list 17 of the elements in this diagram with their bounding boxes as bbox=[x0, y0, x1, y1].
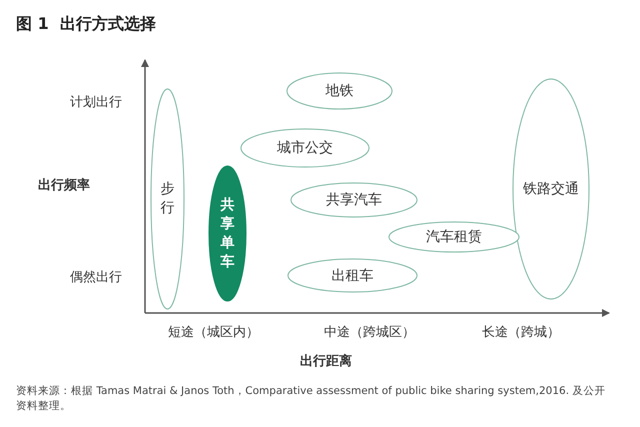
mode-ellipse: 城市公交 bbox=[240, 128, 370, 168]
mode-ellipse: 地铁 bbox=[286, 72, 393, 110]
mode-ellipse: 出租车 bbox=[287, 258, 418, 293]
y-tick-label: 计划出行 bbox=[70, 94, 122, 111]
mode-ellipse: 共享汽车 bbox=[290, 182, 418, 218]
mode-ellipse: 铁路交通 bbox=[512, 78, 590, 300]
axis-title: 出行距离 bbox=[300, 352, 352, 370]
source-note: 资料来源：根据 Tamas Matrai & Janos Toth，Comparative assessment of public bike sharing system,2016. 及公开资料整理。 bbox=[16, 384, 606, 414]
x-tick-label: 短途（城区内） bbox=[168, 324, 259, 341]
mode-ellipse: 步行 bbox=[150, 88, 185, 310]
figure-title: 图 1 出行方式选择 bbox=[16, 14, 156, 35]
highlighted-ellipse: 共享单车 bbox=[208, 165, 247, 302]
x-tick-label: 长途（跨城） bbox=[482, 324, 560, 341]
x-tick-label: 中途（跨城区） bbox=[324, 324, 415, 341]
y-tick-label: 偶然出行 bbox=[70, 269, 122, 286]
mode-ellipse: 汽车租赁 bbox=[388, 221, 520, 253]
axis-title: 出行频率 bbox=[38, 176, 90, 194]
